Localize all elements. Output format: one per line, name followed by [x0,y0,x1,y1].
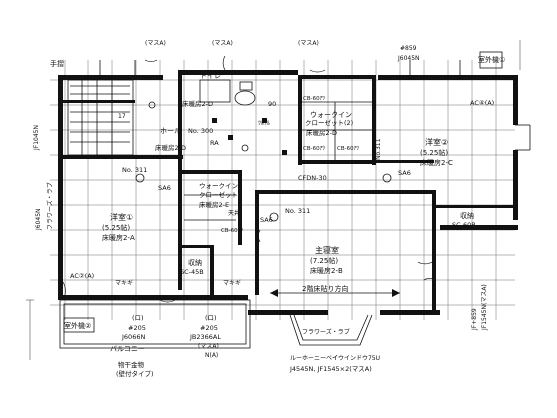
label-makigi-mid: マキギ [223,280,241,287]
label-sa6-left: SA6 [158,184,171,192]
label-room2-name: 洋室② [425,137,448,147]
label-cb1: CB-60ｱﾂ [303,95,325,102]
label-outdoor-unit-top: 室外機① [478,55,505,64]
label-room2-size: (5.25帖) [420,148,448,157]
walls [58,70,518,315]
label-room1-heat: 床暖房2-A [102,233,135,242]
label-masuA: (マスA) [198,343,219,350]
label-num205-right: #205 [200,324,218,332]
label-master-name: 主寝室 [315,245,339,255]
label-fixture1: 物干金物 [118,360,145,369]
label-no311-top: No.311 [375,138,382,160]
label-sa6-mid: SA6 [260,216,273,224]
label-bay-window2: イウインドウ75U [332,354,380,362]
label-tenja: 天井 [228,209,240,217]
label-pattern-right-top: #859 [400,45,417,52]
label-outdoor-unit-bottom: 室外機② [64,321,91,330]
label-bottom-code: J4545N, JF1545×2(マスA) [289,365,372,373]
label-code-right-top: J6045N [397,55,420,62]
label-ra: RA [210,139,219,147]
label-right-code2: JF1545N(マスA) [481,284,488,331]
label-sc45b: SC-45B [180,268,204,276]
label-makigi-left: マキギ [115,280,133,287]
label-sc60b: SC-60B [452,221,476,229]
label-right-code1: JF+859 [471,308,478,331]
label-flooring-bottom: フラワーズ・ラブ [302,328,350,336]
label-pattern-center: (マスA) [298,40,319,47]
label-flooring-direction: 2階床貼り方向 [302,284,348,293]
label-handrail: 手摺 [50,59,64,68]
label-toilet: トイレ [200,72,221,80]
label-ac2: AC②(A) [70,272,94,280]
label-bay-window: ルーホーニーベイ [290,355,338,362]
label-room1-name: 洋室① [110,212,133,222]
label-closet1: クローゼット(2) [305,118,353,127]
label-floor-heat-top: 床暖房2-D [182,99,213,108]
label-code-jb2366al: JB2366AL [189,333,221,341]
room-labels: トイレ (マスA) (マスA) (マスA) #859 J6045N 室外機① 手… [33,40,505,378]
label-master-size: (7.25帖) [310,256,338,265]
label-ac4: AC④(A) [470,99,494,107]
label-room2-heat: 床暖房2-C [420,158,453,167]
label-num205-left: #205 [128,324,146,332]
details [26,40,531,360]
label-pattern-left2: (マスA) [212,40,233,47]
label-flooring-left: フラワーズ・ラブ [46,182,54,230]
label-cfdn: CFDN-30 [298,174,327,182]
label-walkin1: ウォークイン [310,111,352,119]
label-no311-left: No. 311 [122,166,147,174]
label-walkin2: ウォークイン [199,182,238,190]
label-ro-left: (ロ) [132,314,144,322]
label-cb2: CB-60ｱﾂ [221,227,243,234]
label-cb-right: CB-60ｱﾂ [337,145,359,152]
label-code-j6066n: J6066N [121,333,145,341]
label-counter-cbd: ﾂﾙﾂﾙ [258,120,270,127]
label-ro-right: (ロ) [205,314,217,322]
label-stairs-number: 17 [118,113,126,120]
label-floor-heat-2d: 床暖房2-D [306,128,337,137]
label-pattern-left: (マスA) [145,40,166,47]
label-n: N(A) [205,352,218,359]
label-storage-left: 収納 [188,258,202,267]
label-floor-heat-2e: 床暖房2-E [199,200,229,209]
label-hall: ホール [160,127,181,135]
label-storage-right: 収納 [460,211,474,220]
label-balcony: バルコニー [110,345,145,353]
label-floor-heat-2d-2: 床暖房2-D [155,143,186,152]
label-fixture2: (壁付タイプ) [116,369,154,378]
label-closet2: クローゼット [199,190,238,199]
label-no311-mid: No. 311 [285,207,310,215]
label-room1-size: (5.25帖) [102,223,130,232]
label-cb-left: CB-60ｱﾂ [303,145,325,152]
label-sa6-top: SA6 [398,169,411,177]
label-master-heat: 床暖房2-B [310,266,343,275]
label-number-90: 90 [268,100,276,108]
label-side-code-left: J6045N [35,208,42,231]
label-washroom-code: JF1045N [33,125,40,151]
label-hall-no: No. 300 [188,127,213,135]
